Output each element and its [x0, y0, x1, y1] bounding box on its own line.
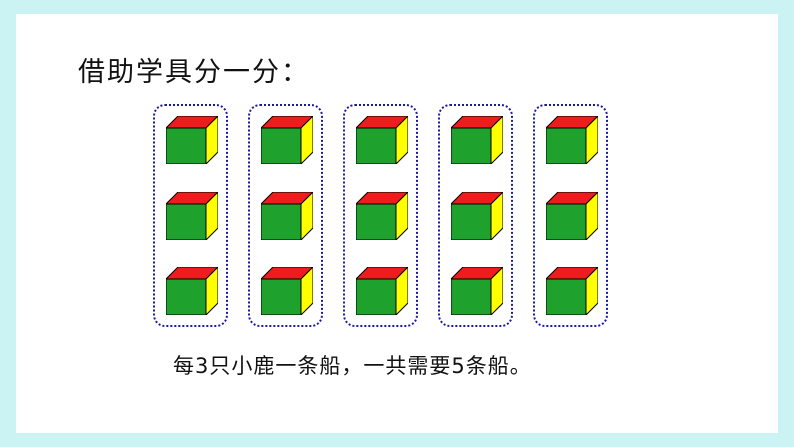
cube-icon [356, 116, 408, 164]
cube-icon [166, 116, 218, 164]
cube-icon [356, 192, 408, 240]
slide-title: 借助学具分一分： [78, 57, 310, 88]
cube-group-4 [438, 104, 513, 327]
cube-icon [261, 192, 313, 240]
cube-icon [546, 192, 598, 240]
cube-icon [451, 192, 503, 240]
cube-icon [261, 267, 313, 315]
cube-group-2 [248, 104, 323, 327]
cube-icon [546, 116, 598, 164]
cube-icon [546, 267, 598, 315]
slide-caption: 每3只小鹿一条船，一共需要5条船。 [173, 354, 532, 378]
cube-icon [451, 116, 503, 164]
cube-group-5 [533, 104, 608, 327]
cube-icon [166, 192, 218, 240]
cube-group-3 [343, 104, 418, 327]
cube-icon [166, 267, 218, 315]
cube-icon [356, 267, 408, 315]
cube-group-1 [153, 104, 228, 327]
slide: 借助学具分一分： 每3只小鹿一条船，一共需要5条船。 [16, 14, 778, 433]
cube-icon [261, 116, 313, 164]
cube-icon [451, 267, 503, 315]
